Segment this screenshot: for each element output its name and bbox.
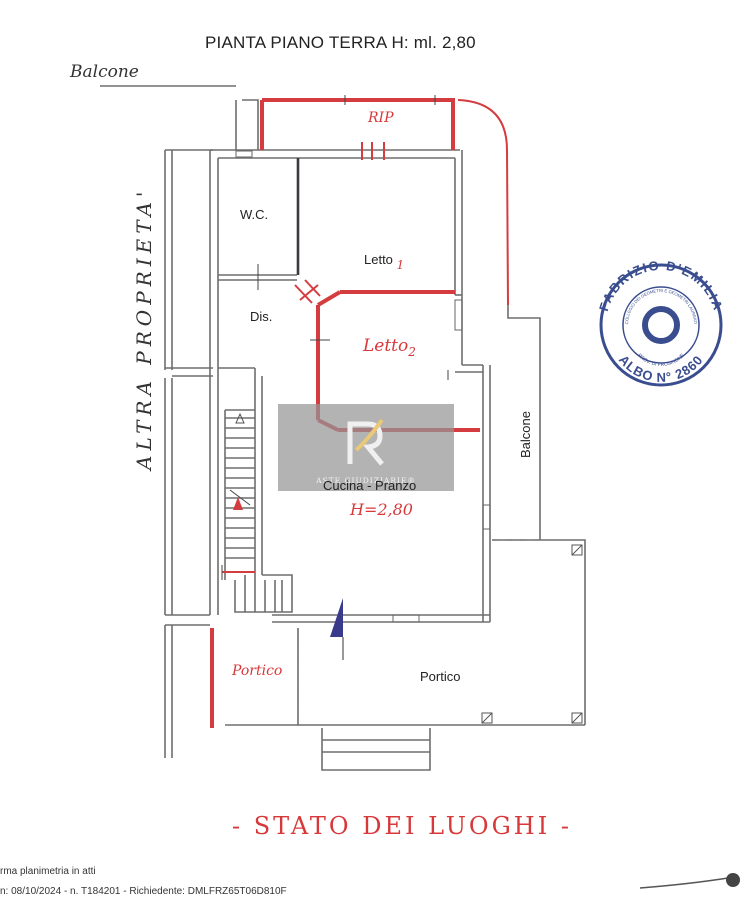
stamp-top-text: FABRIZIO D'EMILIA [596, 258, 726, 313]
columns [481, 544, 583, 724]
label-letto-1: Letto 1 [364, 252, 404, 272]
portico-dashes [297, 539, 540, 725]
watermark-text: ASTE GIUDIZIARIE® [316, 476, 416, 485]
label-balcone-side: Balcone [518, 411, 533, 458]
stamp-bottom-text: ALBO N° 2860 [616, 352, 706, 385]
label-height: H=2,80 [350, 500, 413, 519]
label-portico-small: Portico [232, 663, 283, 679]
stair-arrow-icon [233, 497, 243, 510]
watermark: ASTE GIUDIZIARIE® [278, 404, 454, 491]
label-rip: RIP [368, 110, 394, 126]
label-stato-dei-luoghi: - STATO DEI LUOGHI - [232, 812, 572, 840]
label-dis: Dis. [250, 309, 273, 324]
watermark-logo-icon [347, 418, 384, 466]
letto-2-number: 2 [408, 345, 416, 359]
label-letto-2: Letto2 [363, 336, 416, 359]
windows [235, 150, 491, 623]
arrows [233, 412, 344, 660]
letto-2-text: Letto [363, 336, 409, 356]
label-balcone-top: Balcone [70, 62, 139, 82]
walls [100, 85, 586, 771]
footer-line-2: n: 08/10/2024 - n. T184201 - Richiedente… [0, 886, 287, 897]
footer-line-1: rma planimetria in atti [0, 866, 96, 877]
stamp-inner-bottom: PROV. DI FROSINONE [636, 352, 686, 368]
label-cucina-pranzo: Cucina - Pranzo [323, 478, 417, 493]
letto-1-number: 1 [396, 258, 405, 272]
professional-stamp: FABRIZIO D'EMILIA ALBO N° 2860 COLLEGIO … [596, 258, 726, 387]
letto-1-text: Letto [364, 252, 393, 267]
label-wc: W.C. [240, 207, 269, 222]
door-marks [221, 95, 449, 580]
entrance-arrow-icon [330, 598, 343, 637]
label-altra-proprieta: ALTRA PROPRIETA' [132, 186, 156, 470]
plan-title: PIANTA PIANO TERRA H: ml. 2,80 [205, 33, 476, 52]
edge-scribble [639, 877, 729, 889]
label-portico: Portico [420, 669, 461, 684]
